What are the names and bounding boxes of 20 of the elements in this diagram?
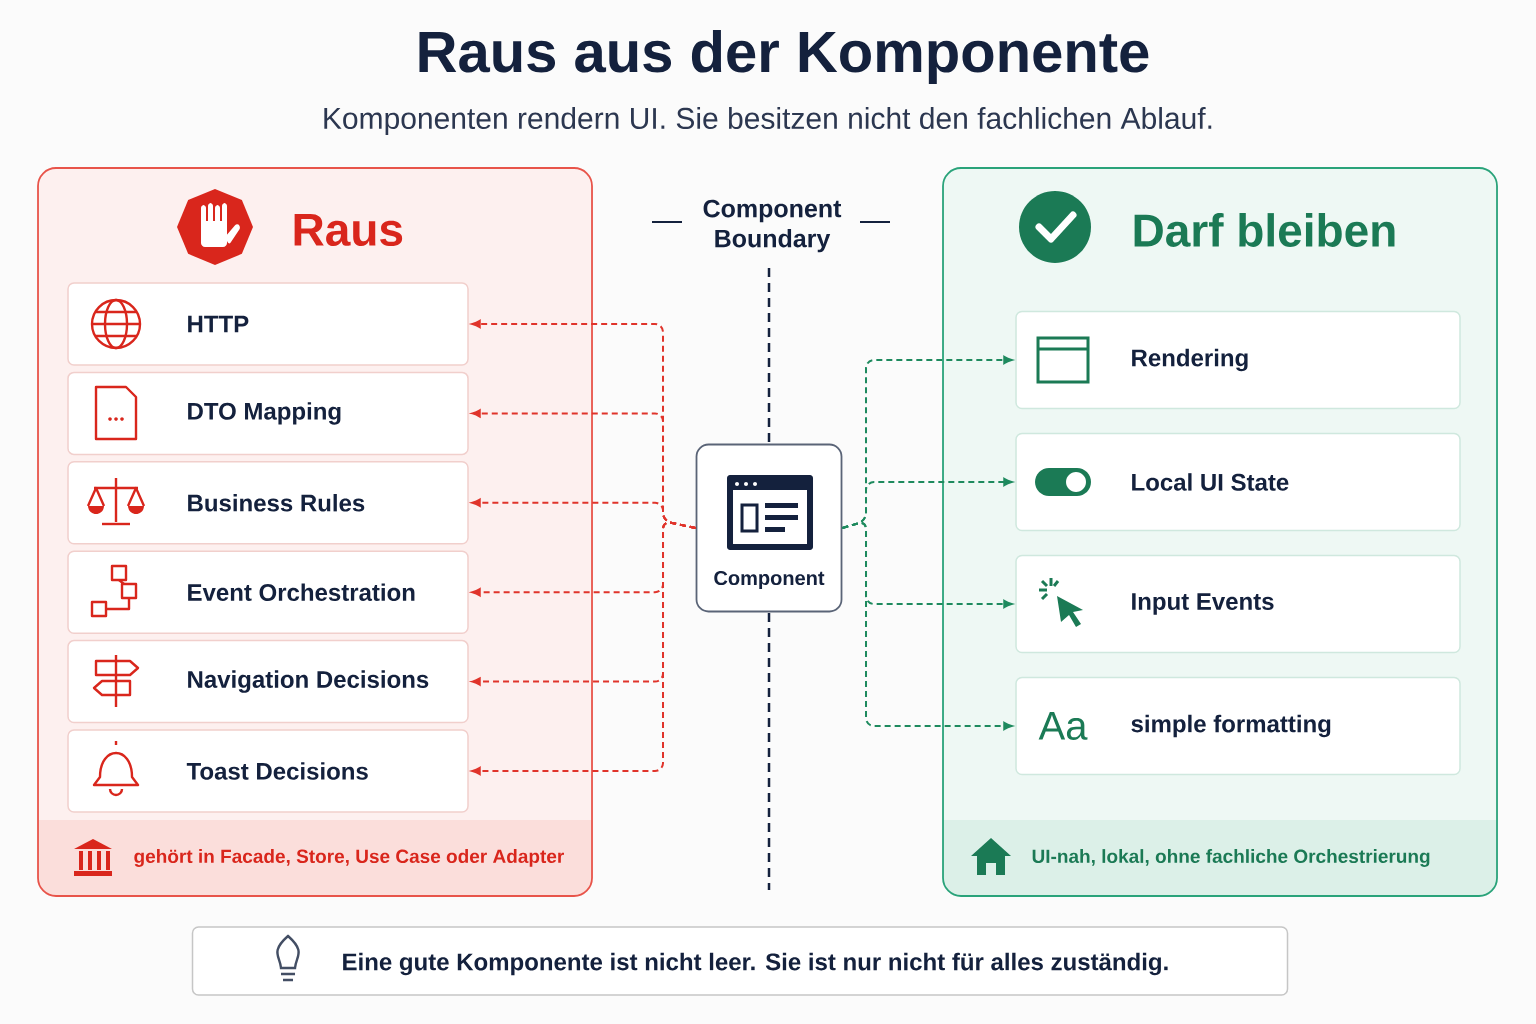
panel-note: gehört in Facade, Store, Use Case oder Adapter	[134, 849, 564, 867]
title: Raus aus der Komponente	[419, 29, 1149, 84]
subtitle: Komponenten rendern UI. Sie besitzen nicht den fachlichen Ablauf.	[324, 107, 1212, 135]
item-card: Business Rules	[67, 461, 469, 545]
item-card: Event Orchestration	[67, 550, 469, 634]
item-card: Toast Decisions	[67, 729, 469, 813]
panel-heading: Raus	[294, 213, 403, 247]
boundary-label: Component Boundary	[703, 199, 842, 253]
item-card: Navigation Decisions	[67, 639, 469, 724]
panel-heading: Darf bleiben	[1134, 213, 1395, 247]
item-card: Rendering	[1015, 310, 1461, 410]
item-card: DTO Mapping	[67, 371, 469, 456]
font-sample-text: Aa	[1038, 712, 1088, 740]
item-card: Input Events	[1015, 554, 1461, 654]
item-card: Local UI State	[1015, 432, 1461, 532]
arrow	[471, 521, 697, 776]
panel-note: UI-nah, lokal, ohne fachliche Orchestrierung	[1032, 849, 1430, 867]
arrow	[841, 521, 1013, 731]
item-card: HTTP	[67, 282, 469, 366]
note-box: Eine gute Komponente ist nicht leer. Sie ist nur nicht für alles zuständig.	[191, 926, 1289, 996]
